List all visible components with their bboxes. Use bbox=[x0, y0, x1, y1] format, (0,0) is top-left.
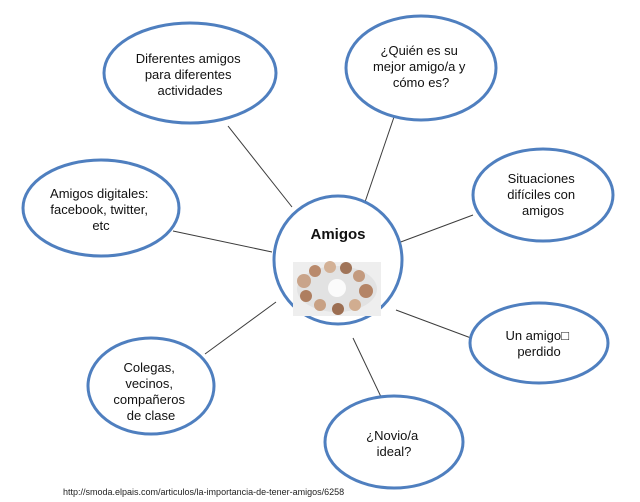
node-text-mejor-amigo: ¿Quién es su mejor amigo/a y cómo es? bbox=[373, 43, 469, 90]
source-url[interactable]: http://smoda.elpais.com/articulos/la-imp… bbox=[63, 487, 344, 497]
connectors bbox=[172, 116, 474, 402]
node-line: compañeros bbox=[113, 392, 185, 407]
connector-actividades bbox=[227, 125, 293, 208]
node-line: de clase bbox=[127, 408, 175, 423]
face-icon bbox=[340, 262, 352, 274]
connector-situaciones bbox=[397, 214, 474, 244]
node-colegas: Colegas, vecinos, compañeros de clase bbox=[86, 336, 216, 436]
node-text-situaciones: Situaciones difíciles con amigos bbox=[507, 171, 579, 218]
bubble-mejor-amigo bbox=[344, 14, 498, 122]
bubble-actividades bbox=[102, 21, 278, 125]
connector-digitales bbox=[172, 230, 273, 253]
node-text-perdido: Un amigo□ perdido bbox=[505, 328, 572, 359]
bubble-situaciones bbox=[471, 147, 615, 243]
node-novio: ¿Novio/a ideal? bbox=[323, 394, 465, 490]
center-node: Amigos bbox=[272, 194, 404, 326]
connector-mejor-amigo bbox=[363, 116, 395, 206]
friends-photo bbox=[293, 261, 381, 316]
node-line: Situaciones bbox=[508, 171, 576, 186]
node-perdido: Un amigo□ perdido bbox=[468, 301, 610, 385]
node-digitales: Amigos digitales: facebook, twitter, etc bbox=[21, 158, 181, 258]
connector-colegas bbox=[204, 301, 277, 355]
node-line: actividades bbox=[157, 83, 223, 98]
bubble-perdido bbox=[468, 301, 610, 385]
face-icon bbox=[349, 299, 361, 311]
node-line: Colegas, bbox=[124, 360, 175, 375]
node-text-actividades: Diferentes amigos para diferentes activi… bbox=[136, 51, 244, 98]
node-text-novio: ¿Novio/a ideal? bbox=[366, 428, 422, 459]
node-line: ¿Novio/a bbox=[366, 428, 419, 443]
face-icon bbox=[297, 274, 311, 288]
node-line: facebook, twitter, bbox=[50, 202, 148, 217]
node-line: amigos bbox=[522, 203, 564, 218]
node-line: Amigos digitales: bbox=[50, 186, 148, 201]
node-line: ideal? bbox=[377, 444, 412, 459]
bubble-novio bbox=[323, 394, 465, 490]
face-icon bbox=[324, 261, 336, 273]
face-icon bbox=[314, 299, 326, 311]
node-text-digitales: Amigos digitales: facebook, twitter, etc bbox=[50, 186, 152, 233]
center-title: Amigos bbox=[310, 226, 365, 243]
node-actividades: Diferentes amigos para diferentes activi… bbox=[102, 21, 278, 125]
node-line: perdido bbox=[517, 344, 560, 359]
face-icon bbox=[300, 290, 312, 302]
node-line: Un amigo□ bbox=[505, 328, 569, 343]
node-line: vecinos, bbox=[125, 376, 173, 391]
node-mejor-amigo: ¿Quién es su mejor amigo/a y cómo es? bbox=[344, 14, 498, 122]
connector-novio bbox=[352, 337, 384, 402]
bubble-digitales bbox=[21, 158, 181, 258]
bubble-colegas bbox=[86, 336, 216, 436]
node-situaciones: Situaciones difíciles con amigos bbox=[471, 147, 615, 243]
node-line: para diferentes bbox=[145, 67, 232, 82]
node-line: cómo es? bbox=[393, 75, 449, 90]
photo-center-highlight bbox=[328, 279, 346, 297]
node-line: Diferentes amigos bbox=[136, 51, 241, 66]
node-text-colegas: Colegas, vecinos, compañeros de clase bbox=[113, 360, 188, 423]
node-line: mejor amigo/a y bbox=[373, 59, 466, 74]
connector-perdido bbox=[395, 309, 472, 339]
face-icon bbox=[359, 284, 373, 298]
node-line: etc bbox=[92, 218, 110, 233]
face-icon bbox=[309, 265, 321, 277]
node-line: ¿Quién es su bbox=[381, 43, 458, 58]
face-icon bbox=[353, 270, 365, 282]
node-line: difíciles con bbox=[507, 187, 575, 202]
face-icon bbox=[332, 303, 344, 315]
